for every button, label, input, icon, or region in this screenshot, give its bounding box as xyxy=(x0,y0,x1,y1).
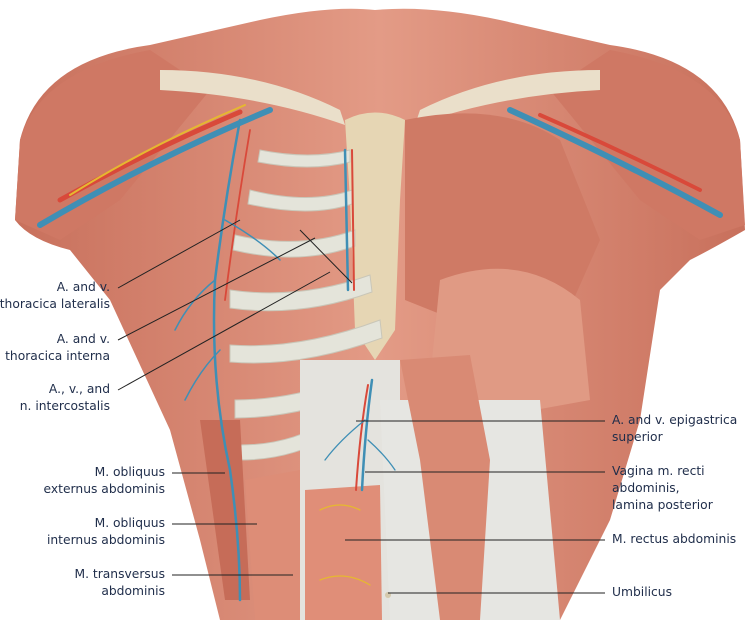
label-line: thoracica lateralis xyxy=(0,297,110,311)
label-line: A. and v. xyxy=(56,280,110,294)
sternum xyxy=(345,112,405,360)
label-line: n. intercostalis xyxy=(19,399,110,413)
epigastrica-superior xyxy=(360,378,374,492)
leader-lines xyxy=(117,219,605,594)
label-line: superior xyxy=(612,430,663,444)
label-thoracica-interna: A. and v. thoracica interna xyxy=(5,331,110,365)
label-epigastrica-superior: A. and v. epigastrica superior xyxy=(612,412,737,446)
label-vagina-recti: Vagina m. recti abdominis, lamina poster… xyxy=(612,463,713,514)
label-line: thoracica interna xyxy=(5,349,110,363)
clavicle-right xyxy=(415,70,600,125)
label-line: A., v., and xyxy=(48,382,110,396)
label-line: A. and v. epigastrica xyxy=(612,413,738,427)
rectus-abdominis xyxy=(305,485,382,620)
thoracica-interna xyxy=(343,148,350,292)
label-line: M. transversus xyxy=(74,567,165,581)
label-transversus: M. transversus abdominis xyxy=(74,566,165,600)
label-line: M. obliquus xyxy=(94,465,165,479)
label-rectus-abdominis: M. rectus abdominis xyxy=(612,531,736,548)
label-line: M. rectus abdominis xyxy=(612,532,737,546)
label-line: A. and v. xyxy=(56,332,110,346)
label-obliquus-internus: M. obliquus internus abdominis xyxy=(47,515,165,549)
label-line: Vagina m. recti xyxy=(612,464,705,478)
label-line: externus abdominis xyxy=(43,482,165,496)
subclavian-vein-right xyxy=(507,107,723,218)
label-line: abdominis, xyxy=(612,481,680,495)
label-line: abdominis xyxy=(101,584,165,598)
thoracica-lateralis-vein xyxy=(212,118,242,602)
label-intercostalis: A., v., and n. intercostalis xyxy=(20,381,110,415)
label-line: Umbilicus xyxy=(612,585,672,599)
label-obliquus-externus: M. obliquus externus abdominis xyxy=(44,464,165,498)
label-line: M. obliquus xyxy=(94,516,165,530)
label-thoracica-lateralis: A. and v. thoracica lateralis xyxy=(0,279,110,313)
clavicle-left xyxy=(160,70,345,125)
label-umbilicus: Umbilicus xyxy=(612,584,672,601)
label-line: internus abdominis xyxy=(46,533,165,547)
label-line: lamina posterior xyxy=(612,498,713,512)
